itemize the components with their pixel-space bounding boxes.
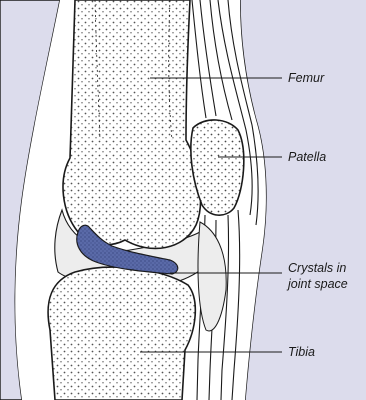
label-crystals-line1: Crystals in bbox=[288, 261, 346, 275]
label-patella: Patella bbox=[288, 150, 326, 164]
label-crystals-line2: joint space bbox=[286, 277, 348, 291]
label-tibia: Tibia bbox=[288, 345, 315, 359]
label-femur: Femur bbox=[288, 71, 325, 85]
